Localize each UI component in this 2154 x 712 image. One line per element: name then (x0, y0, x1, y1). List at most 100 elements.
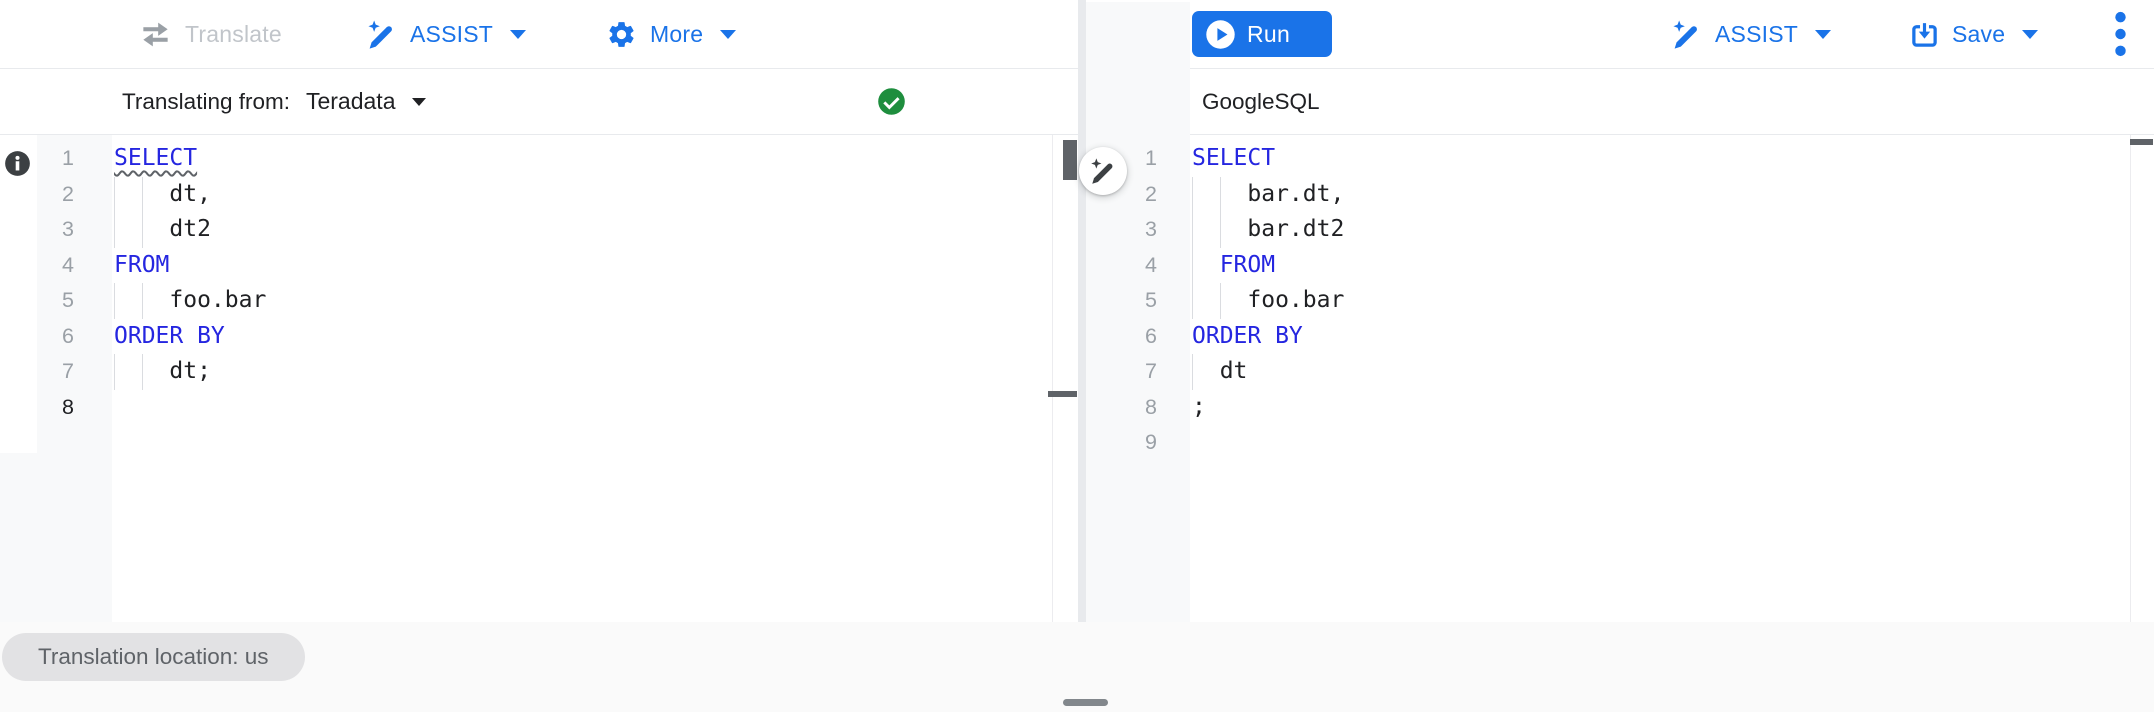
caret-down-icon (411, 97, 426, 106)
assist-dropdown-left[interactable]: ASSIST (366, 0, 527, 68)
line-number: 7 (1145, 359, 1157, 383)
code-token: FROM (1219, 251, 1276, 278)
code-line[interactable]: ORDER BY (1192, 319, 1344, 355)
code-token: bar.dt, (1247, 180, 1345, 207)
code-token: dt2 (169, 216, 211, 242)
source-scrollbar-thumb[interactable] (1063, 140, 1077, 180)
line-number: 3 (1145, 217, 1157, 241)
target-dialect-label: GoogleSQL (1202, 88, 1320, 114)
code-line[interactable]: FROM (114, 248, 266, 284)
info-icon[interactable] (4, 150, 31, 182)
code-line[interactable]: dt (1192, 354, 1344, 390)
code-token: bar.dt2 (1247, 216, 1345, 242)
code-line[interactable]: SELECT (1192, 141, 1344, 177)
code-line[interactable]: ; (1192, 390, 1344, 426)
more-dropdown[interactable]: More (606, 0, 737, 68)
code-line[interactable]: ORDER BY (114, 319, 266, 355)
line-number: 2 (1145, 181, 1157, 206)
play-circle-icon (1205, 19, 1236, 50)
code-token: ; (1192, 393, 1206, 420)
pane-divider[interactable] (1078, 0, 1086, 622)
translation-location-text: Translation location: us (38, 644, 269, 669)
code-line[interactable]: dt; (114, 354, 266, 390)
line-number: 7 (62, 359, 74, 383)
run-button[interactable]: Run (1192, 11, 1332, 57)
source-column-ruler (1052, 135, 1053, 622)
code-token: ORDER BY (114, 322, 225, 349)
translate-button[interactable]: Translate (139, 0, 282, 68)
source-dialect-dropdown[interactable]: Teradata (306, 88, 426, 115)
code-line[interactable] (1192, 425, 1344, 461)
indent-guide-icon (141, 176, 170, 212)
caret-down-icon (2022, 29, 2039, 39)
indent-guide-icon (141, 212, 170, 248)
line-number: 4 (1145, 252, 1157, 277)
indent-guide-icon (114, 212, 142, 248)
caret-down-icon (510, 29, 527, 39)
indent-guide-icon (141, 283, 170, 319)
code-line[interactable]: bar.dt2 (1192, 212, 1344, 248)
code-line[interactable]: bar.dt, (1192, 176, 1345, 212)
line-number: 5 (1145, 288, 1157, 312)
source-dialect-value: Teradata (305, 88, 396, 114)
code-line[interactable]: dt, (114, 176, 266, 212)
magic-pen-icon (1671, 19, 1702, 50)
save-dropdown-label: Save (1952, 20, 2006, 47)
caret-down-icon (1815, 29, 1832, 39)
line-number: 8 (1145, 394, 1157, 419)
caret-down-icon (720, 29, 737, 39)
line-number: 8 (62, 394, 74, 419)
code-token: FROM (114, 251, 170, 278)
code-token: SELECT (114, 145, 198, 171)
code-line[interactable] (114, 390, 266, 426)
magic-pen-icon (1089, 157, 1117, 185)
assist-floating-button[interactable] (1079, 147, 1127, 195)
indent-guide-icon (114, 354, 142, 390)
target-gutter-background (1086, 2, 1190, 622)
indent-guide-icon (1219, 212, 1248, 248)
assist-dropdown-label: ASSIST (1715, 20, 1799, 47)
overflow-menu-button[interactable] (2098, 0, 2142, 68)
swap-horiz-icon (139, 21, 172, 48)
translation-location-badge: Translation location: us (2, 633, 305, 681)
code-line[interactable]: SELECT (114, 141, 266, 177)
code-line[interactable]: foo.bar (1192, 283, 1344, 319)
code-token: SELECT (1192, 145, 1276, 171)
source-scroll-marker (1048, 391, 1077, 397)
save-dropdown[interactable]: Save (1910, 0, 2039, 68)
code-line[interactable]: dt2 (114, 212, 266, 248)
translate-button-label: Translate (185, 20, 282, 47)
panel-resize-handle[interactable] (1063, 699, 1108, 706)
source-pane: Translating from: Teradata (0, 68, 1078, 622)
indent-guide-icon (114, 283, 142, 319)
assist-dropdown-right[interactable]: ASSIST (1671, 0, 1832, 68)
kebab-menu-icon (2114, 11, 2127, 57)
indent-guide-icon (1192, 247, 1220, 283)
translating-from-label: Translating from: (122, 88, 290, 114)
magic-pen-icon (366, 19, 397, 50)
line-number: 1 (62, 146, 74, 170)
target-column-ruler (2130, 135, 2131, 622)
run-button-label: Run (1247, 20, 1291, 47)
line-number: 2 (62, 181, 74, 206)
code-token: foo.bar (1247, 287, 1345, 313)
code-line[interactable]: foo.bar (114, 283, 266, 319)
indent-guide-icon (1219, 176, 1248, 212)
assist-dropdown-label: ASSIST (410, 20, 494, 47)
gear-icon (606, 19, 637, 50)
indent-guide-icon (1192, 354, 1220, 390)
line-number: 9 (1145, 430, 1157, 454)
line-number: 3 (62, 217, 74, 241)
code-line[interactable]: FROM (1192, 247, 1344, 283)
indent-guide-icon (114, 176, 142, 212)
source-marker-margin (0, 135, 37, 453)
indent-guide-icon (1192, 283, 1220, 319)
